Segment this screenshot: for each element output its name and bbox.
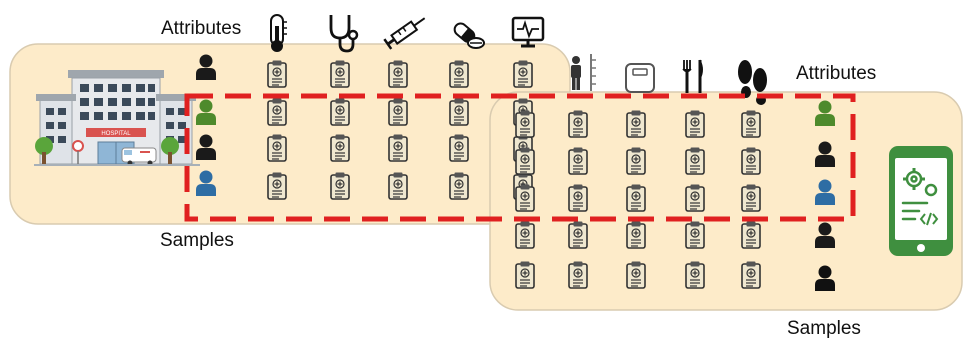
medical-record-icon: [569, 262, 587, 289]
medical-record-icon: [627, 185, 645, 212]
app-samples-label: Samples: [787, 318, 861, 340]
app-attributes-label: Attributes: [796, 63, 876, 85]
medical-record-icon: [516, 222, 534, 249]
medical-record-icon: [450, 173, 468, 200]
medical-record-icon: [389, 61, 407, 88]
fork-knife-icon: [683, 60, 703, 93]
medical-record-icon: [331, 135, 349, 162]
medical-record-icon: [516, 185, 534, 212]
height-scale-icon: [571, 54, 596, 91]
medical-record-icon: [389, 135, 407, 162]
medical-record-icon: [268, 61, 286, 88]
medical-record-icon: [331, 99, 349, 126]
medical-record-icon: [450, 61, 468, 88]
medical-record-icon: [331, 61, 349, 88]
medical-record-icon: [686, 148, 704, 175]
medical-record-icon: [516, 111, 534, 138]
medical-record-icon: [686, 111, 704, 138]
medical-record-icon: [686, 222, 704, 249]
medical-record-icon: [569, 111, 587, 138]
medical-record-icon: [516, 262, 534, 289]
medical-record-icon: [686, 262, 704, 289]
medical-record-icon: [268, 135, 286, 162]
medical-record-icon: [268, 173, 286, 200]
weight-scale-icon: [626, 64, 654, 92]
medical-record-icon: [742, 262, 760, 289]
hospital-sign-text: HOSPITAL: [101, 131, 131, 137]
medical-record-icon: [516, 148, 534, 175]
medical-record-icon: [331, 173, 349, 200]
medical-record-icon: [742, 185, 760, 212]
medical-record-icon: [268, 99, 286, 126]
medical-record-icon: [450, 99, 468, 126]
medical-record-icon: [627, 111, 645, 138]
medical-record-icon: [569, 148, 587, 175]
medical-record-icon: [686, 185, 704, 212]
hospital-samples-label: Samples: [160, 230, 234, 252]
heart-monitor-icon: [513, 18, 543, 46]
medical-record-icon: [569, 222, 587, 249]
medical-record-icon: [627, 262, 645, 289]
medical-record-icon: [389, 99, 407, 126]
mobile-app-icon: [889, 146, 953, 256]
medical-record-icon: [569, 185, 587, 212]
medical-record-icon: [742, 111, 760, 138]
medical-record-icon: [742, 222, 760, 249]
hospital-attributes-label: Attributes: [161, 18, 241, 40]
medical-record-icon: [514, 61, 532, 88]
medical-record-icon: [627, 148, 645, 175]
medical-record-icon: [389, 173, 407, 200]
medical-record-icon: [742, 148, 760, 175]
medical-record-icon: [450, 135, 468, 162]
medical-record-icon: [627, 222, 645, 249]
